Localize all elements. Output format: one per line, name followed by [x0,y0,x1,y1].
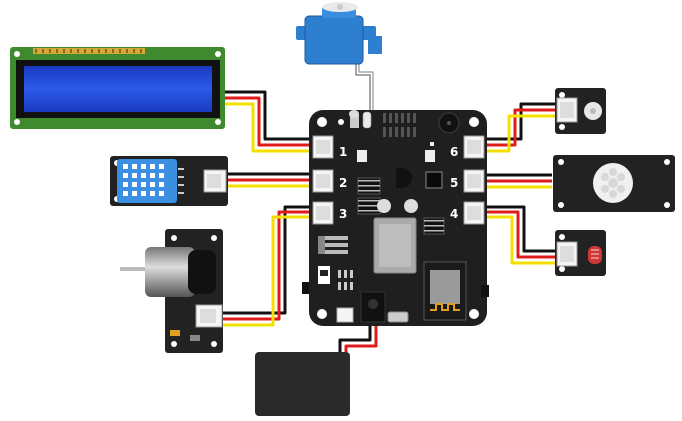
wire-light-to-port-4 [484,205,557,265]
wifi-module [423,261,467,321]
wire-pir-to-port-5 [484,173,552,189]
motor-body [145,247,195,297]
port-2-label: 2 [339,176,347,190]
temperature-humidity-sensor [110,156,228,206]
port-1-label: 1 [339,145,347,159]
port-3[interactable] [312,201,334,225]
smd-component [357,150,367,162]
dc-motor [120,229,223,353]
side-button[interactable] [481,285,489,297]
capacitor-icon [377,199,391,213]
wire-dht-to-port-2 [225,172,322,188]
port-4[interactable] [463,201,485,225]
smd-component [425,150,435,162]
controller-board: 1 2 3 6 5 4 [302,110,489,326]
capacitor-icon [404,199,418,213]
regulator-icon [396,168,402,188]
port-6-label: 6 [450,145,458,159]
port-5[interactable] [463,169,485,193]
photoresistor-icon [588,246,602,264]
mount-hole [469,117,479,127]
photoresistor-sensor [555,230,606,276]
port-2[interactable] [312,169,334,193]
motor-shaft [120,267,150,271]
port-6[interactable] [463,135,485,159]
servo-motor [296,2,382,65]
mount-hole [317,309,327,319]
side-button[interactable] [302,282,309,294]
port-3-label: 3 [339,207,347,221]
wire-motor-to-port-3 [222,205,322,327]
wire-servo [355,60,374,112]
ic-chip-square [425,171,443,189]
wires [222,60,557,352]
reset-button[interactable] [338,119,344,125]
port-1[interactable] [312,135,334,159]
mount-hole [469,309,479,319]
ir-led-icon [349,110,372,129]
pin-header [383,113,416,137]
lcd-pin-header [33,48,145,54]
pin-header-left [318,236,348,254]
usb-port[interactable] [387,311,409,323]
lcd-screen [24,66,212,112]
lcd-display [10,47,225,129]
led-module [555,88,606,134]
port-5-label: 5 [450,176,458,190]
wire-lcd-to-port-1 [222,90,322,153]
mount-hole [317,117,327,127]
pir-motion-sensor [553,155,675,212]
battery-pack [255,352,350,416]
wire-led-to-port-6 [484,102,557,153]
port-4-label: 4 [450,207,458,221]
battery-connector [336,307,354,323]
wire-battery [338,322,378,352]
